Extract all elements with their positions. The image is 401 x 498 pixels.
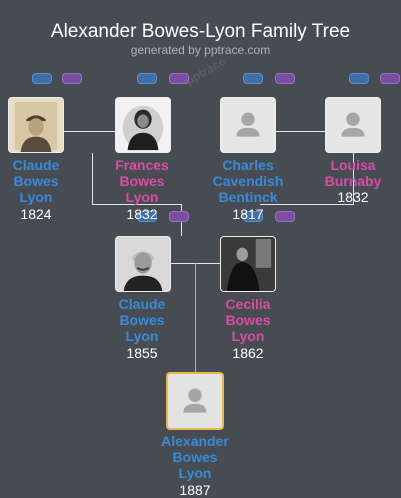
person-year-charles-1817: 1817	[232, 206, 264, 222]
person-name-charles-1817[interactable]: Charles Cavendish Bentinck	[212, 157, 284, 205]
couple-connector-line	[64, 131, 116, 132]
person-placeholder-icon	[326, 98, 380, 152]
couple-connector-line	[353, 153, 354, 205]
descent-connector-line	[195, 263, 196, 373]
page-title: Alexander Bowes-Lyon Family Tree	[50, 21, 351, 42]
paternal-link-pill[interactable]	[243, 73, 263, 84]
couple-connector-line	[260, 204, 354, 205]
person-name-louisa-1832[interactable]: Louisa Burnaby	[324, 157, 382, 189]
maternal-link-pill[interactable]	[169, 73, 189, 84]
person-photo-claude-1855[interactable]	[115, 236, 171, 292]
person-photo-claude-1824[interactable]	[8, 97, 64, 153]
paternal-link-pill[interactable]	[349, 73, 369, 84]
bw-portrait-woman-dark-icon	[221, 237, 275, 291]
person-name-cecilia-1862[interactable]: Cecilia Bowes Lyon	[225, 296, 271, 344]
person-photo-charles-1817[interactable]	[220, 97, 276, 153]
person-name-frances-1832[interactable]: Frances Bowes Lyon	[115, 157, 169, 205]
person-name-claude-1855[interactable]: Claude Bowes Lyon	[118, 296, 166, 344]
person-year-louisa-1832: 1832	[337, 189, 369, 205]
person-name-claude-1824[interactable]: Claude Bowes Lyon	[12, 157, 60, 205]
person-year-claude-1855: 1855	[126, 345, 158, 361]
person-photo-louisa-1832[interactable]	[325, 97, 381, 153]
person-year-cecilia-1862: 1862	[232, 345, 264, 361]
paternal-link-pill[interactable]	[32, 73, 52, 84]
maternal-link-pill[interactable]	[275, 73, 295, 84]
maternal-link-pill[interactable]	[169, 211, 189, 222]
sepia-portrait-icon	[9, 98, 63, 152]
couple-connector-line	[276, 131, 326, 132]
couple-connector-line	[92, 153, 93, 204]
person-photo-cecilia-1862[interactable]	[220, 236, 276, 292]
person-photo-frances-1832[interactable]	[115, 97, 171, 153]
page-subtitle: generated by pptrace.com	[130, 43, 271, 57]
bw-portrait-man-icon	[116, 237, 170, 291]
person-year-frances-1832: 1832	[126, 206, 158, 222]
watermark: pptrace	[183, 54, 228, 88]
maternal-link-pill[interactable]	[62, 73, 82, 84]
paternal-link-pill[interactable]	[243, 211, 263, 222]
couple-connector-line	[92, 204, 182, 205]
person-year-alexander-1887: 1887	[179, 482, 211, 498]
paternal-link-pill[interactable]	[137, 73, 157, 84]
person-year-claude-1824: 1824	[20, 206, 52, 222]
maternal-link-pill[interactable]	[380, 73, 400, 84]
paternal-link-pill[interactable]	[137, 211, 157, 222]
person-photo-alexander-1887[interactable]	[166, 372, 224, 430]
person-name-alexander-1887[interactable]: Alexander Bowes Lyon	[161, 433, 229, 481]
bw-portrait-woman-icon	[116, 98, 170, 152]
maternal-link-pill[interactable]	[275, 211, 295, 222]
person-placeholder-icon	[168, 374, 222, 428]
person-placeholder-icon	[221, 98, 275, 152]
